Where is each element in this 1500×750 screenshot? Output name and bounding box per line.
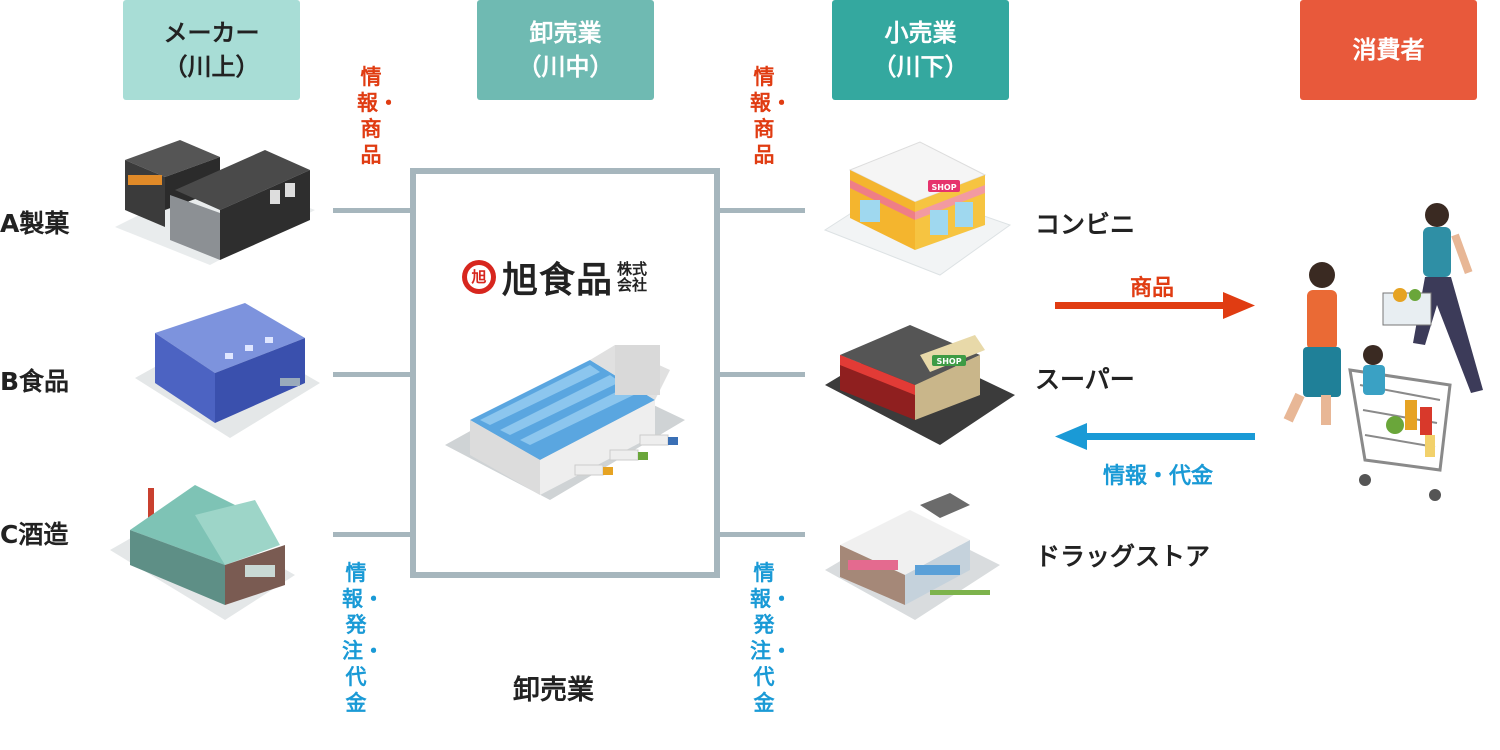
retail-header: 小売業 （川下） (832, 0, 1009, 100)
connector-retail-b (718, 372, 805, 377)
supermarket-icon: SHOP (825, 325, 1015, 445)
convenience-store-icon: SHOP (823, 141, 1012, 276)
arrow-from-consumer (1055, 423, 1255, 450)
maker-label-b: B食品 (0, 367, 70, 396)
arrow-to-consumer (1055, 292, 1255, 319)
maker-header-sub: （川上） (163, 53, 260, 81)
flow-label-bottom-left: 情報・発注・代金 (342, 561, 384, 715)
center-caption: 卸売業 (513, 675, 594, 706)
consumer-header-title: 消費者 (1352, 36, 1425, 64)
flow-label-bottom-right: 情報・発注・代金 (750, 561, 792, 715)
connector-maker-a (333, 208, 413, 213)
retail-header-title: 小売業 (884, 19, 957, 47)
supermarket-sign: SHOP (936, 357, 961, 366)
wholesale-header-sub: （川中） (517, 53, 614, 81)
connector-retail-c (718, 532, 805, 537)
company-logo: 旭 旭食品 株式 会社 (462, 255, 647, 301)
distribution-center-icon (445, 345, 685, 500)
consumer-family-icon (1283, 203, 1483, 501)
wholesale-header: 卸売業 （川中） (477, 0, 654, 100)
wholesale-header-title: 卸売業 (529, 19, 602, 47)
flow-label-top-right: 情報・商品 (750, 65, 792, 167)
retail-header-sub: （川下） (872, 53, 969, 81)
consumer-header: 消費者 (1300, 0, 1477, 100)
connector-maker-c (333, 532, 413, 537)
maker-header: メーカー （川上） (123, 0, 300, 100)
maker-label-c: C酒造 (0, 520, 69, 549)
retail-label-convenience: コンビニ (1035, 210, 1136, 239)
company-name: 旭食品 (502, 260, 614, 301)
maker-header-title: メーカー (163, 19, 260, 47)
maker-label-a: A製菓 (0, 209, 70, 238)
flow-label-top-left: 情報・商品 (357, 65, 399, 167)
company-suffix: 株式 会社 (617, 261, 647, 293)
wholesale-box (410, 168, 720, 578)
arrow-from-consumer-label: 情報・代金 (1103, 464, 1214, 489)
factory-a-icon (115, 140, 315, 265)
factory-c-icon (110, 480, 295, 620)
retail-label-supermarket: スーパー (1035, 365, 1135, 394)
drugstore-icon (825, 493, 1000, 620)
company-suffix-line2: 会社 (617, 276, 648, 294)
convenience-store-sign: SHOP (931, 183, 956, 192)
retail-label-drugstore: ドラッグストア (1035, 542, 1211, 571)
connector-retail-a (718, 208, 805, 213)
connector-maker-b (333, 372, 413, 377)
arrow-to-consumer-label: 商品 (1130, 276, 1175, 301)
factory-b-icon (135, 303, 320, 438)
company-mark-icon: 旭 (462, 260, 496, 294)
company-mark-text: 旭 (471, 267, 487, 286)
company-suffix-line1: 株式 (617, 260, 648, 278)
